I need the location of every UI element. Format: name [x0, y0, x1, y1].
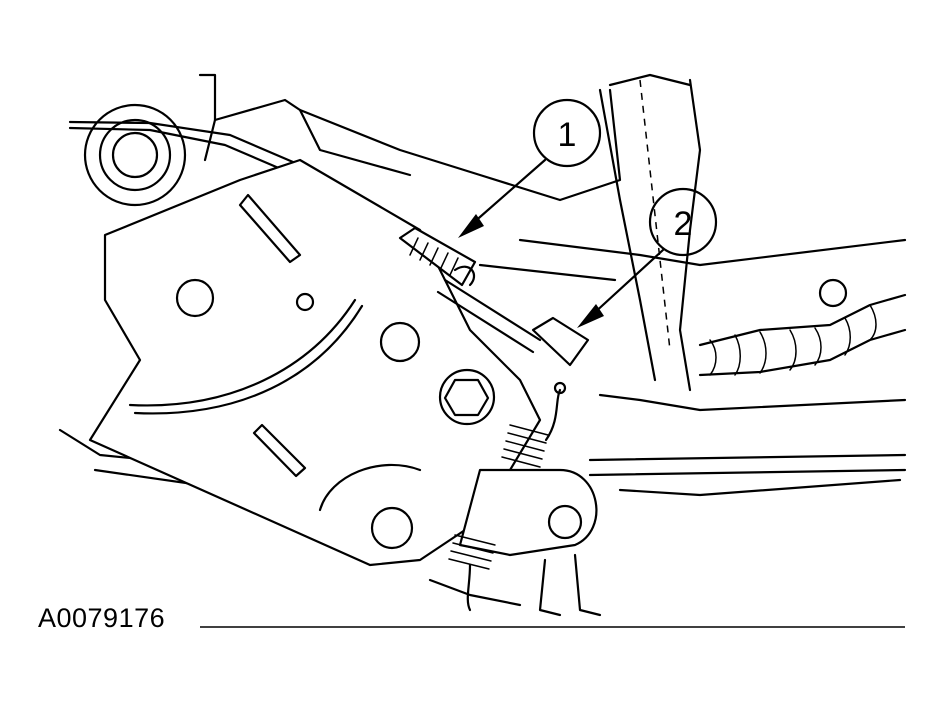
figure-id: A0079176 [38, 603, 166, 633]
link-arm [428, 468, 902, 617]
callout-1-label: 1 [558, 116, 577, 154]
adjuster-nut-1 [398, 226, 477, 287]
wiring-harness [698, 278, 907, 377]
callout-1-arrowhead [458, 214, 484, 238]
callout-2-label: 2 [674, 205, 693, 243]
return-spring-upper [501, 381, 567, 468]
pulley [83, 103, 187, 207]
chassis-outline [58, 73, 907, 487]
return-spring-lower [448, 534, 496, 612]
adjuster-nut-2 [531, 316, 590, 367]
callout-1: 1 [458, 98, 602, 238]
callout-2-arrowhead [577, 304, 604, 328]
adjuster-assembly [398, 226, 590, 367]
callout-2: 2 [577, 187, 718, 328]
